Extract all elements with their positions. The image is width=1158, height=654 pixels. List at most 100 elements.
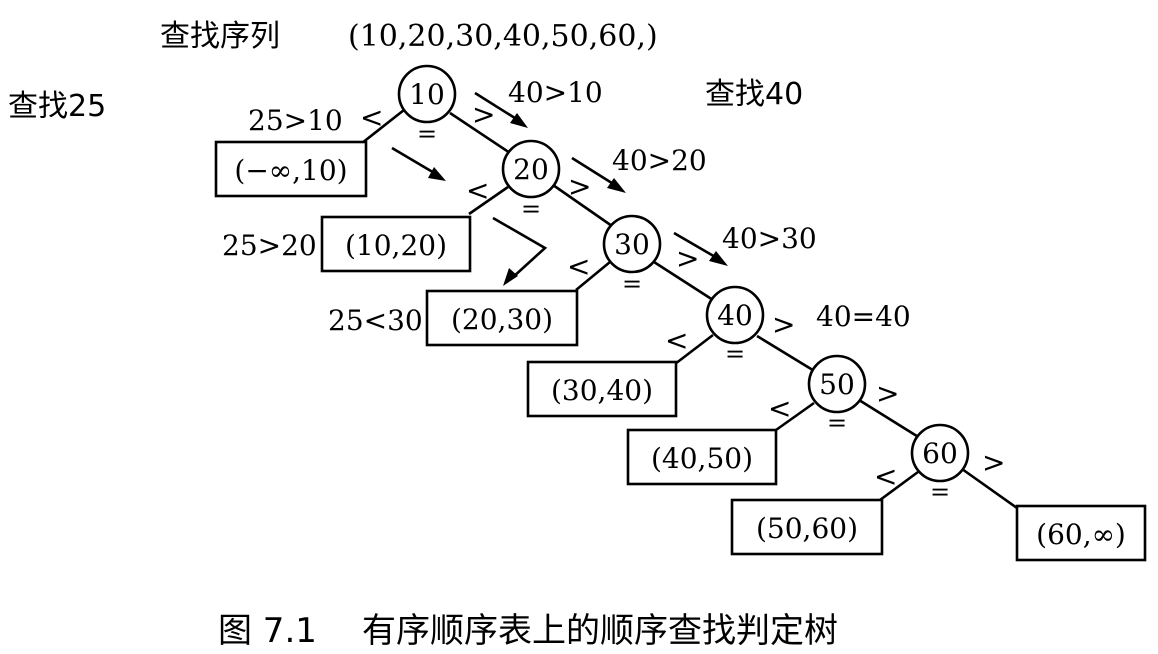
comparison-label: 40>30 <box>722 222 817 255</box>
node-circle <box>910 423 970 483</box>
tree-node: 50 <box>807 354 867 414</box>
edge-50-60 <box>858 398 921 440</box>
leaf-interval: (−∞,10) <box>214 140 368 198</box>
search-25-arrows <box>391 146 548 286</box>
leaf-box <box>626 428 778 486</box>
less-symbol: < <box>567 250 590 283</box>
leaf-box <box>214 140 368 198</box>
node-circle <box>501 139 561 199</box>
search-40-arrows <box>474 91 728 266</box>
edge-10-left <box>361 108 405 145</box>
greater-symbol: > <box>982 446 1005 479</box>
greater-symbol: > <box>772 308 795 341</box>
greater-symbol: > <box>676 242 699 275</box>
leaf-interval: (40,50) <box>626 428 778 486</box>
tree-node: 20 <box>501 139 561 199</box>
leaf-box <box>526 360 678 418</box>
arrow-head <box>503 268 518 286</box>
edge-60-right <box>961 467 1018 510</box>
leaf-box <box>425 289 579 347</box>
arrow-line <box>391 146 437 176</box>
sequence-label: 查找序列 <box>160 19 280 54</box>
comparison-symbols: < > < > < > < > < > < > <box>360 98 1005 493</box>
leaf-interval: (30,40) <box>526 360 678 418</box>
edge-50-left <box>775 401 815 432</box>
greater-symbol: > <box>876 377 899 410</box>
comparison-label: 25>20 <box>222 229 317 262</box>
node-label: 30 <box>614 228 650 261</box>
leaf-boxes: (−∞,10) (10,20) (20,30) (30,40) (40,50) … <box>214 140 1147 562</box>
leaf-box <box>1015 504 1147 562</box>
sequence-value: (10,20,30,40,50,60,) <box>348 19 658 54</box>
node-label: 50 <box>819 368 855 401</box>
leaf-interval: (10,20) <box>320 215 472 273</box>
search-25-label: 查找25 <box>8 89 106 124</box>
leaf-interval: (20,30) <box>425 289 579 347</box>
tree-node: 10 <box>397 64 457 124</box>
leaf-interval: (50,60) <box>730 498 884 556</box>
leaf-interval: (60,∞) <box>1015 504 1147 562</box>
tree-nodes: 10 20 30 40 50 60 <box>397 64 970 483</box>
comparison-label: 25<30 <box>328 304 423 337</box>
greater-symbol: > <box>568 170 591 203</box>
search-40-label: 查找40 <box>705 77 803 112</box>
comparison-label: 40>20 <box>612 144 707 177</box>
figure-number: 图 7.1 <box>218 611 317 651</box>
edge-40-50 <box>756 334 817 374</box>
arrow-line <box>673 231 718 260</box>
less-symbol: < <box>665 324 688 357</box>
less-symbol: < <box>768 392 791 425</box>
tree-node: 60 <box>910 423 970 483</box>
arrow-line <box>571 156 616 187</box>
edge-30-left <box>575 260 611 292</box>
tree-node: 40 <box>705 285 765 345</box>
less-symbol: < <box>874 460 897 493</box>
leaf-label: (60,∞) <box>1036 518 1126 551</box>
leaf-label: (40,50) <box>651 442 753 475</box>
comparison-label: 25>10 <box>248 104 343 137</box>
node-circle <box>807 354 867 414</box>
leaf-label: (10,20) <box>345 229 447 262</box>
node-label: 20 <box>513 153 549 186</box>
node-label: 10 <box>409 78 445 111</box>
leaf-label: (−∞,10) <box>234 154 347 187</box>
comparison-label: 40=40 <box>816 300 911 333</box>
arrow-head <box>607 178 626 193</box>
edge-20-left <box>468 185 509 216</box>
equal-marker: = <box>827 409 847 437</box>
tree-edges <box>361 108 1018 510</box>
greater-symbol: > <box>472 98 495 131</box>
equal-marker: = <box>725 340 745 368</box>
arrow-line <box>474 91 519 122</box>
tree-node: 30 <box>602 214 662 274</box>
leaf-label: (50,60) <box>756 512 858 545</box>
arrow-head <box>428 167 446 181</box>
node-circle <box>397 64 457 124</box>
equal-marker: = <box>417 120 437 148</box>
arrow-line <box>492 216 548 279</box>
arrow-head <box>510 113 528 128</box>
edge-10-20 <box>449 111 511 155</box>
equal-marker: = <box>622 270 642 298</box>
node-circle <box>602 214 662 274</box>
edge-30-40 <box>653 260 714 302</box>
edge-20-30 <box>552 183 613 228</box>
leaf-box <box>320 215 472 273</box>
edge-60-left <box>879 470 919 502</box>
node-label: 40 <box>717 299 753 332</box>
node-label: 60 <box>922 437 958 470</box>
arrow-head <box>709 251 728 266</box>
leaf-label: (30,40) <box>551 374 653 407</box>
equal-marker: = <box>930 478 950 506</box>
edge-40-left <box>674 333 714 366</box>
less-symbol: < <box>466 174 489 207</box>
search-40-comparisons: 40>10 40>20 40>30 40=40 <box>508 76 911 333</box>
comparison-label: 40>10 <box>508 76 603 109</box>
search-25-comparisons: 25>10 25>20 25<30 <box>222 104 423 337</box>
node-circle <box>705 285 765 345</box>
equal-marker: = <box>521 195 541 223</box>
leaf-box <box>730 498 884 556</box>
figure-title: 有序顺序表上的顺序查找判定树 <box>362 611 838 651</box>
equal-markers: = = = = = = <box>417 120 950 506</box>
